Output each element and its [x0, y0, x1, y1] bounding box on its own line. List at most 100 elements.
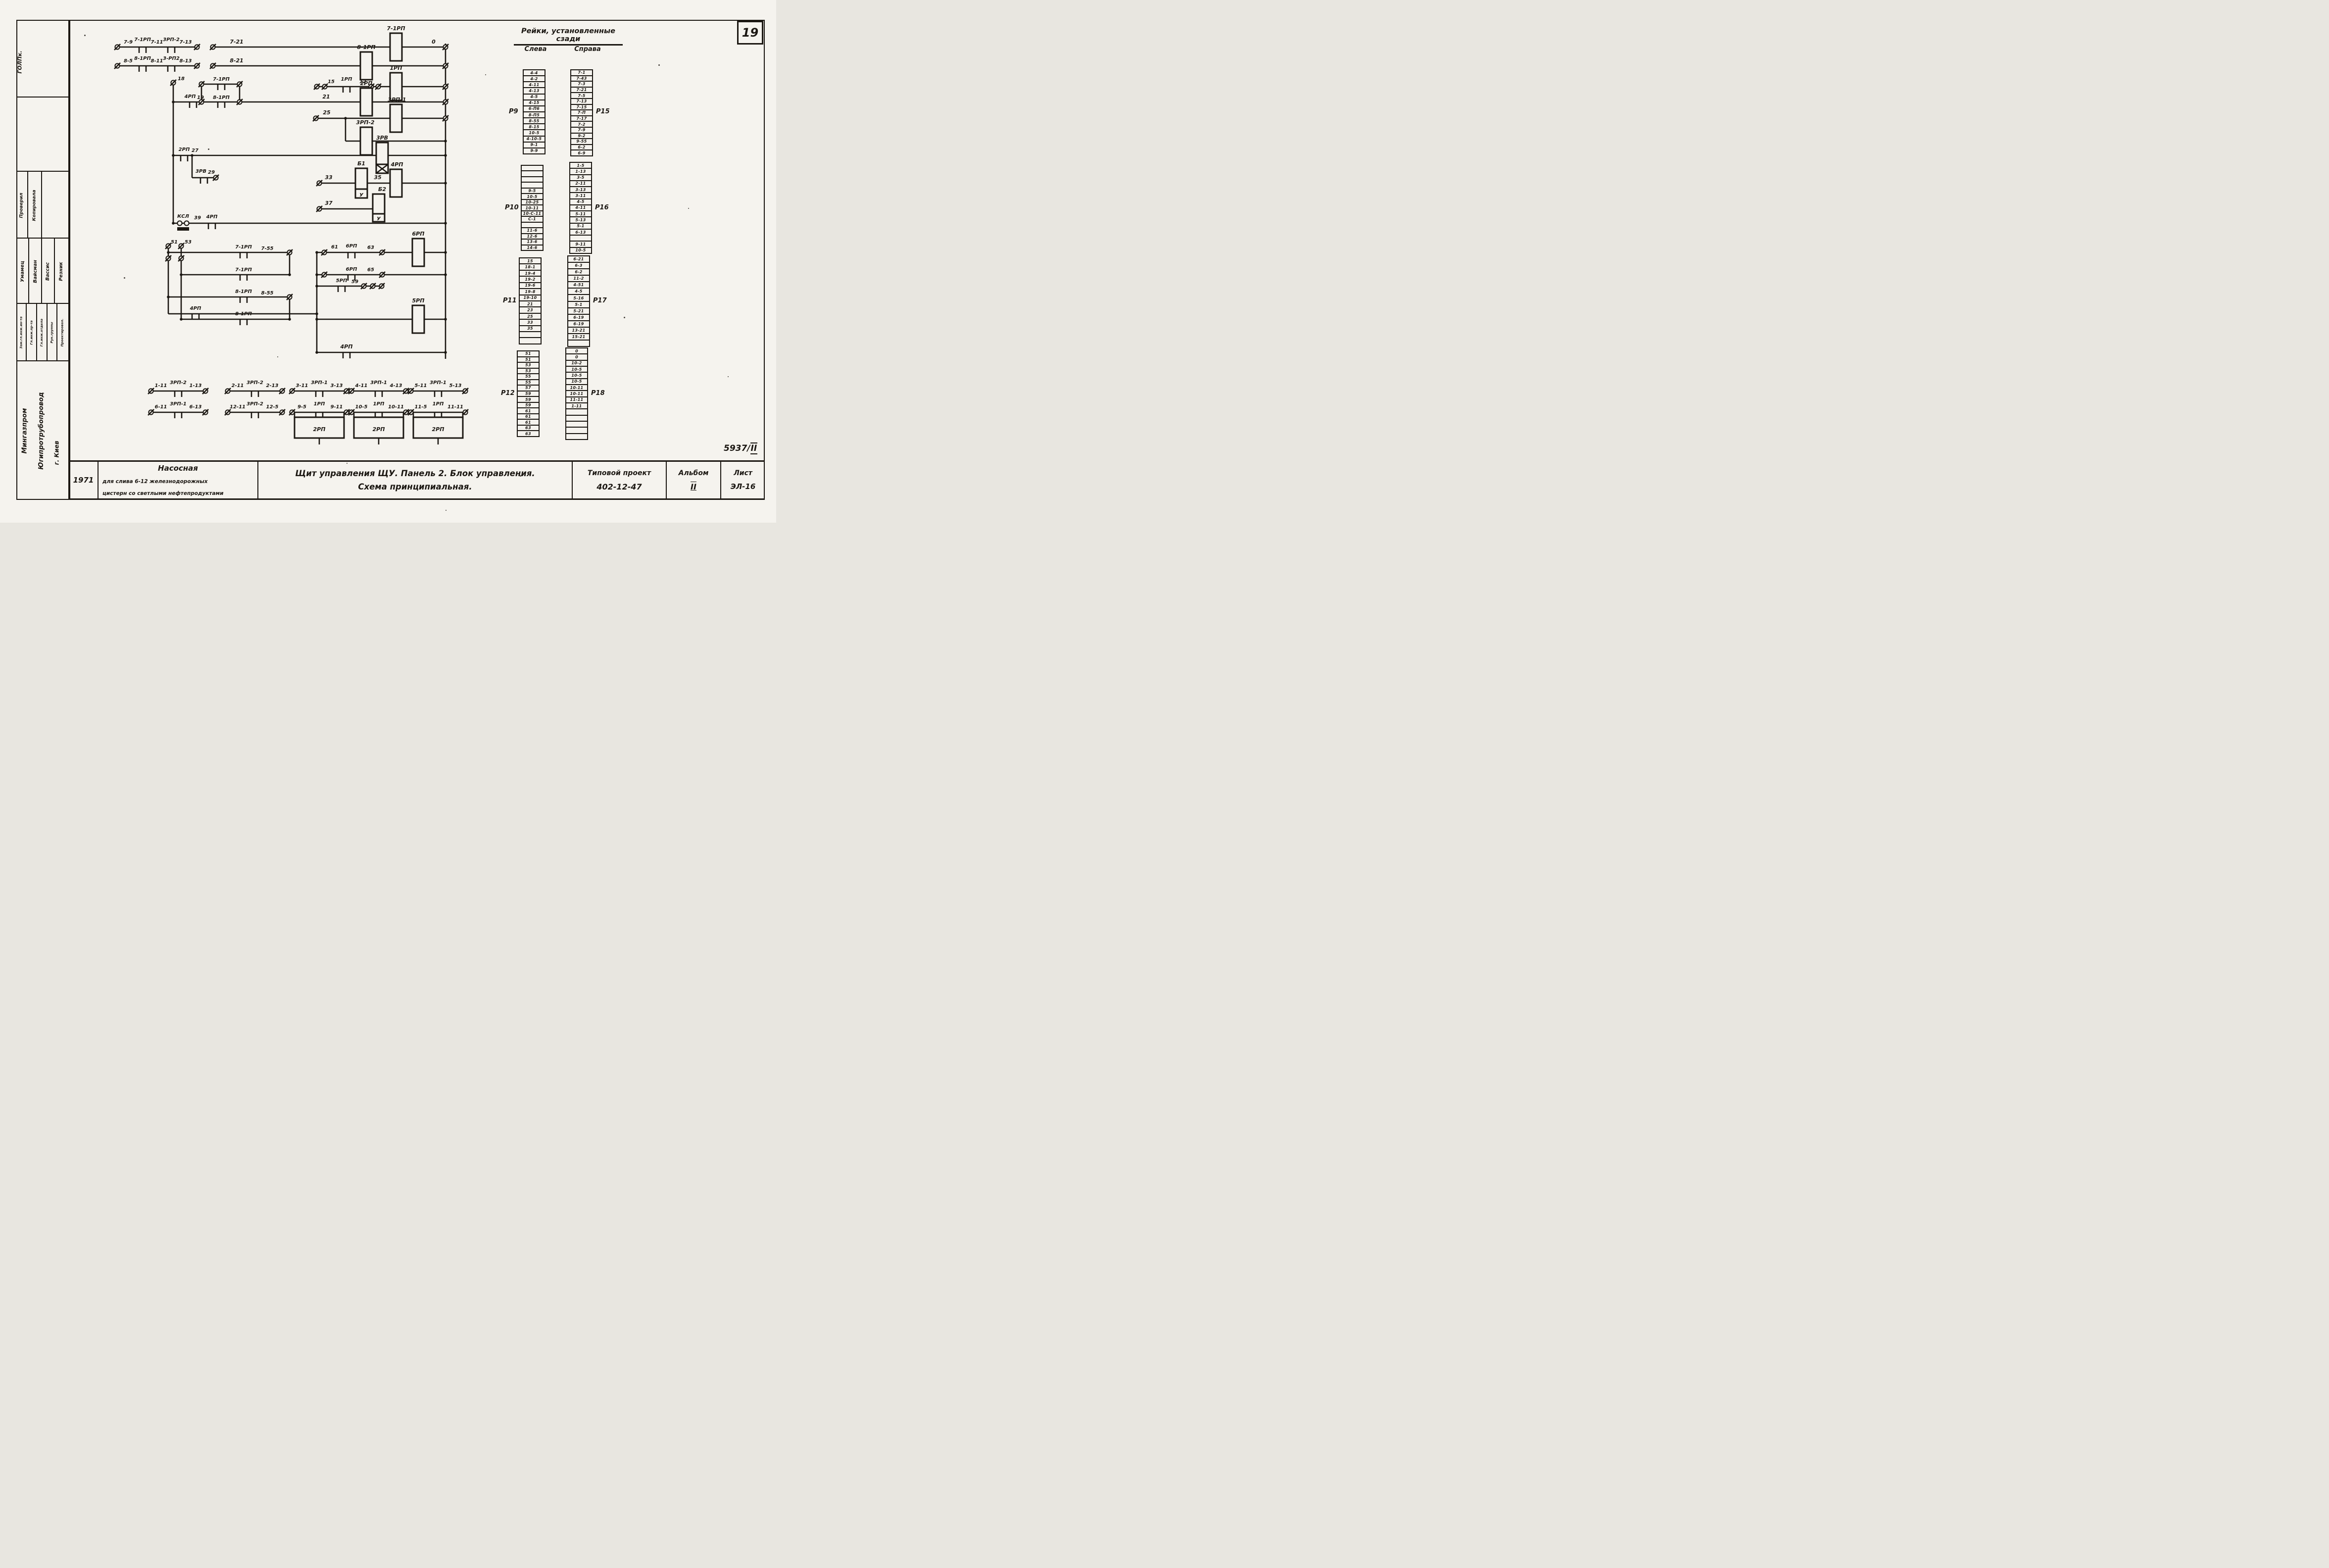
wire-label: 8-11: [150, 58, 163, 64]
rack-cell: 9-1: [524, 141, 545, 147]
doc-number-prefix: 5937/: [724, 443, 750, 453]
speckle: [84, 35, 86, 36]
wire-label: 7-9: [124, 40, 133, 45]
object-subtitle-1: для слива 6-12 железнодорожных: [102, 479, 208, 485]
rack-cell: 10-5: [522, 193, 543, 199]
wire-label: 0: [432, 39, 436, 45]
rack-cell: 61: [518, 407, 539, 413]
wire-label: 12-11: [230, 404, 246, 410]
rack-cell: [520, 331, 541, 337]
rack-cell: [566, 433, 587, 439]
wire-label: 63: [367, 245, 374, 250]
contact-label: 4РП: [206, 214, 218, 220]
title-block: 1971 Насосная для слива 6-12 железнодоро…: [69, 460, 765, 500]
wire-label: 2-11: [231, 383, 244, 389]
rack-cell: 6-19: [568, 313, 589, 320]
wire-label: 21: [322, 94, 330, 100]
wire-label: 7-11: [150, 40, 163, 45]
rack-cell: [522, 221, 543, 227]
coil-7-1rp: [389, 32, 403, 62]
contact-label: 7-1РП: [235, 267, 252, 273]
wire-label: 5-11: [414, 383, 427, 389]
rack-cell: 6-19: [568, 320, 589, 327]
wire-label: 18: [178, 76, 185, 82]
rung-3rv-contact: 3РВ 29: [191, 155, 219, 184]
bottom-group-1: 1-11 3РП-2 1-13: [148, 380, 209, 397]
rack-cell: 61: [518, 419, 539, 425]
stamp-sheet-cell: Лист ЭЛ-16: [720, 462, 765, 498]
contact-label: 1РП: [314, 401, 325, 407]
speckle: [624, 317, 625, 318]
rack-cell: 6-2: [568, 268, 589, 275]
wire-label: 7-21: [230, 39, 244, 45]
rack-cell: 53: [518, 367, 539, 374]
sidebar-roles-band: Зам.гл.инж.ин-та Гл.инж.пр-та Гл.инж.отд…: [16, 303, 69, 361]
wire-label: 9-11: [330, 404, 343, 410]
contact-label: 4РП: [340, 343, 353, 350]
rack-cell: 5-21: [568, 307, 589, 314]
contact-label: 8-1РП: [235, 289, 252, 294]
rack-cell: 51: [525, 351, 531, 356]
contact-label: 8-1РП: [134, 56, 151, 61]
rack-cell: 1-13: [570, 168, 591, 174]
bottom-group-6: 6-11 3РП-1 6-13: [148, 401, 209, 418]
sidebar-role-2: Гл.инж.пр-та: [27, 304, 37, 361]
rung-b2: 37 Б2 У: [316, 186, 386, 223]
contact-label: 7-1РП: [213, 77, 230, 82]
ksl-base: [177, 227, 189, 231]
contact-label: 5РП: [336, 278, 347, 284]
rack-cell: 4-11: [524, 81, 545, 87]
wire-label: 12-5: [266, 404, 278, 410]
rack-cell: 0: [575, 348, 578, 353]
sheet-number-box: 19: [737, 21, 763, 45]
rack-label-P9: Р9: [509, 108, 518, 115]
contact-label: 2РП: [179, 147, 190, 152]
rack-cell: 35: [520, 325, 541, 331]
rack-cell: 10-С-11: [522, 210, 543, 216]
rack-cell: 19-6: [520, 282, 541, 288]
coil-3rp1: [389, 103, 403, 133]
rack-cell: 13-6: [522, 239, 543, 244]
rung-coil-3rv: 2РП 27 3РВ: [172, 135, 447, 174]
sheet-code: ЭЛ-16: [730, 482, 756, 491]
rack-label-P18: Р18: [591, 390, 605, 397]
rack-cell: 7-5: [571, 92, 592, 98]
sidebar-frame: [16, 20, 69, 500]
wire-label: 11-11: [447, 404, 463, 410]
rung-7-1rp-contacts: 7-1РП 7-55 7-1РП: [167, 245, 293, 281]
rack-cell: 8-П5: [524, 111, 545, 117]
rack-cell: 15: [527, 258, 533, 263]
rack-cell: 51: [518, 356, 539, 362]
rack-cell: 59: [518, 401, 539, 408]
coil-label: 7-1РП: [387, 25, 405, 32]
rack-cell: 10-11: [522, 204, 543, 210]
wire-label: 8-21: [230, 57, 244, 64]
sidebar-check-band: Проверил Копировала: [16, 171, 69, 239]
rack-cell: [522, 176, 543, 182]
rack-cell: 5-1: [570, 222, 591, 229]
rack-cell: 10-11: [566, 384, 587, 390]
rack-cell: 55: [518, 373, 539, 379]
relay-box-label: 2РП: [373, 426, 385, 433]
bus-51-53: 51 53: [165, 240, 192, 319]
speckle: [124, 277, 125, 279]
speckle: [208, 148, 209, 150]
rack-cell: 6-2: [571, 144, 592, 150]
rack-cell: 59: [518, 390, 539, 396]
project-number: 402-12-47: [596, 482, 642, 491]
rack-cell: 11-11: [566, 396, 587, 402]
wire-label: 19: [197, 95, 204, 100]
wire-label: 5-13: [449, 383, 461, 389]
wire-label: 8-5: [124, 58, 133, 64]
speckle: [485, 74, 486, 75]
rack-cell: 6-3: [568, 262, 589, 268]
wire-label: 6-13: [189, 404, 201, 410]
rack-cell: [520, 337, 541, 343]
wire-label: 35: [374, 174, 382, 181]
rack-cell: 2-11: [570, 180, 591, 186]
rack-label-P11: Р11: [503, 297, 517, 304]
rack-cell: 55: [518, 379, 539, 385]
rung-b1-4rp: 33 Б1 У 35 4РП: [316, 160, 447, 199]
